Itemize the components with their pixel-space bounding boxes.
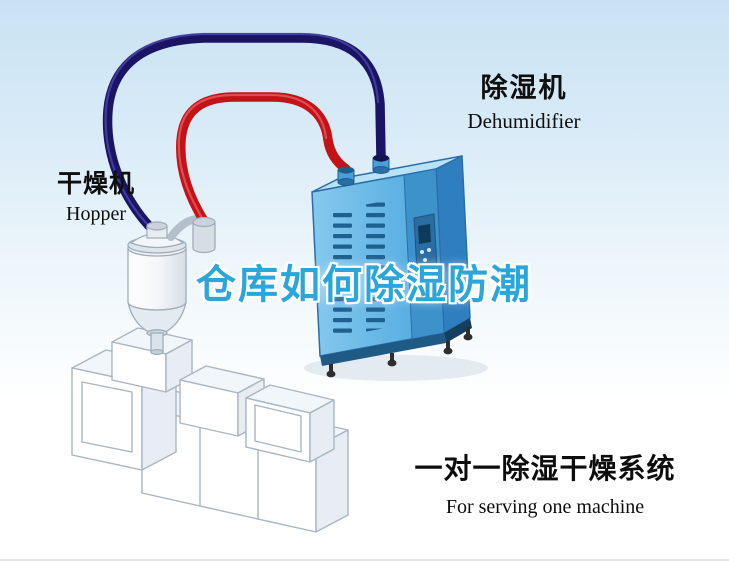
caption-en: For serving one machine <box>445 496 645 518</box>
hopper-label: 干燥机 Hopper <box>38 164 154 226</box>
vent-grille <box>326 200 396 338</box>
dehumidifier-illustration <box>304 154 488 381</box>
bottom-caption: 一对一除湿干燥系统 For serving one machine <box>394 447 696 519</box>
extruder-machine-illustration <box>71 327 349 533</box>
dehumidifier-label-cn: 除湿机 <box>480 73 568 103</box>
caption-cn: 一对一除湿干燥系统 <box>414 453 676 484</box>
watermark-text: 仓库如何除湿防潮 <box>196 263 532 307</box>
control-panel <box>413 213 438 273</box>
dehumidifier-label: 除湿机 Dehumidifier <box>446 66 602 134</box>
dehumidifier-label-en: Dehumidifier <box>467 109 581 133</box>
hopper-label-cn: 干燥机 <box>56 170 135 198</box>
casters <box>326 327 473 378</box>
hose-port-caps <box>146 154 389 239</box>
supply-hose-blue <box>102 32 386 237</box>
hopper-illustration <box>127 232 187 356</box>
dehumidifier-shadow <box>304 355 488 381</box>
hopper-label-en: Hopper <box>66 203 126 225</box>
return-hose-red <box>176 92 351 226</box>
